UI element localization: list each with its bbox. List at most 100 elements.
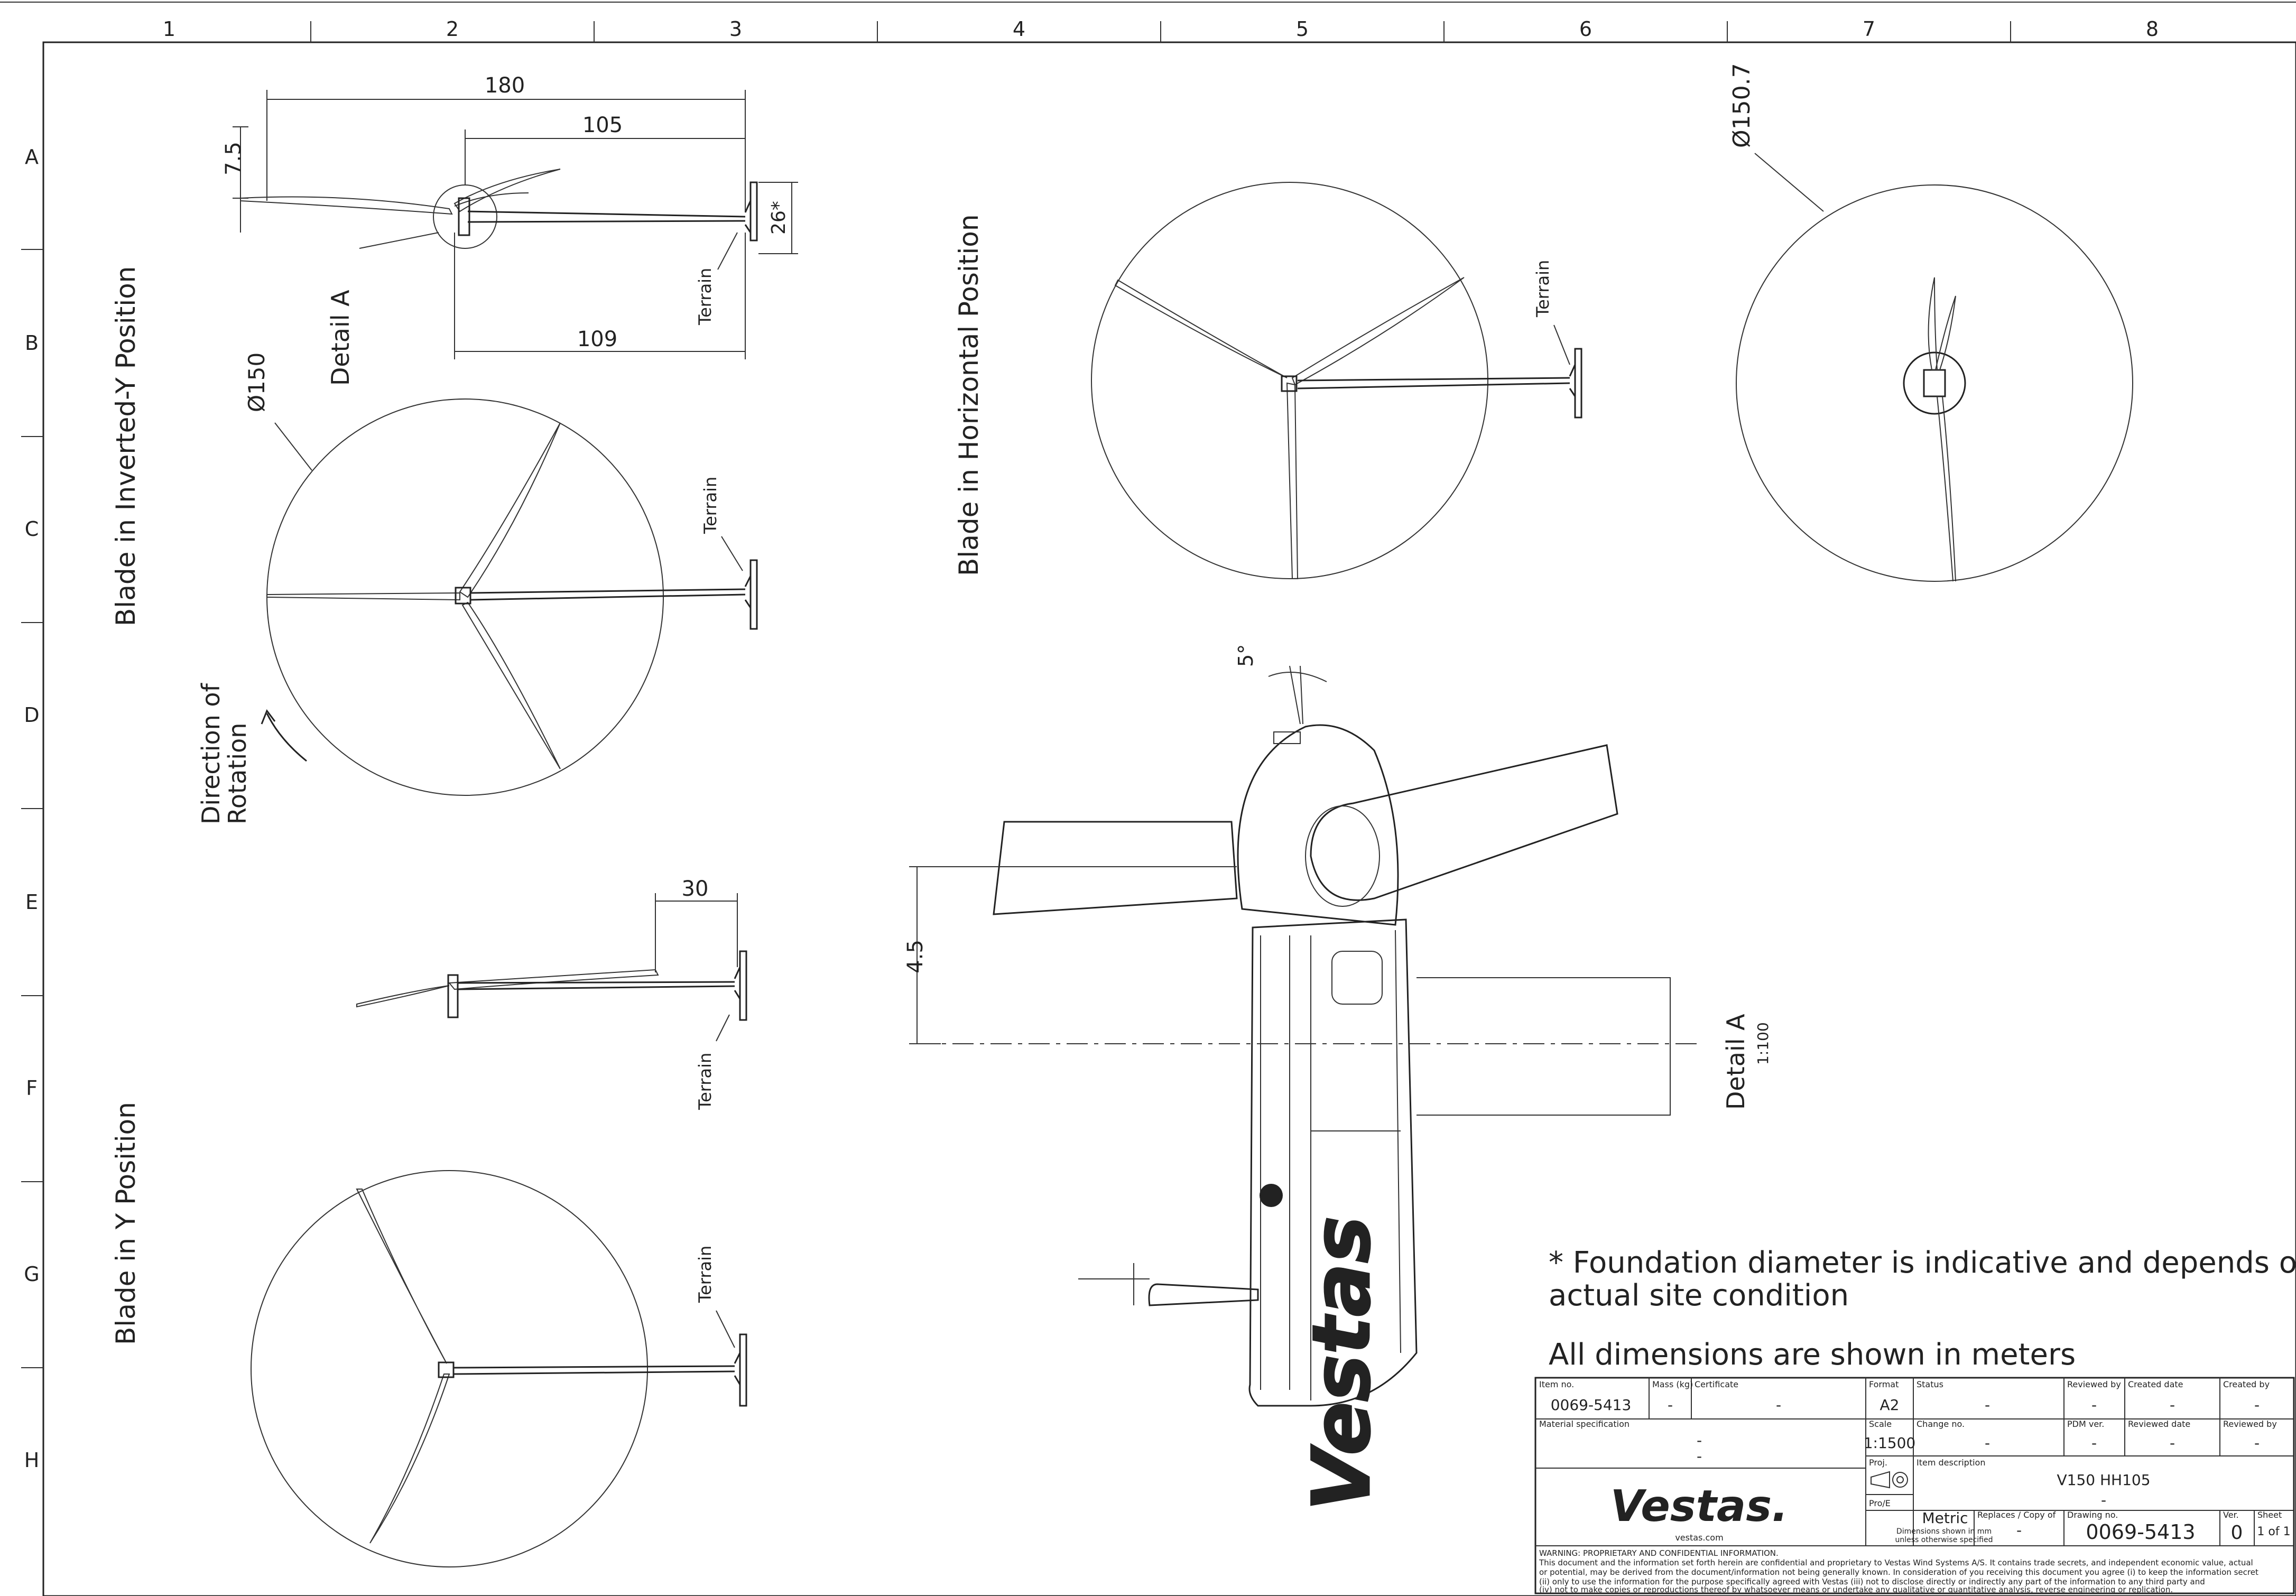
val-item-desc: V150 HH105	[2057, 1471, 2150, 1489]
val-mass: -	[1668, 1396, 1673, 1414]
val-format: A2	[1880, 1396, 1900, 1414]
warning-5: (iv) not to make copies or reproductions…	[1539, 1585, 2173, 1594]
val-metric: Metric	[1922, 1509, 1968, 1527]
note-foundation-1: * Foundation diameter is indicative and …	[1549, 1246, 2296, 1280]
front-view-horizontal: Terrain Blade in Horizontal Position	[953, 182, 1582, 579]
front-view-y-position: Terrain Blade in Y Position	[110, 1102, 747, 1567]
col-3: 3	[729, 17, 742, 41]
val-material-2: -	[1697, 1447, 1702, 1465]
row-h: H	[24, 1449, 40, 1472]
dim-30: 30	[682, 877, 709, 901]
company-website: vestas.com	[1675, 1533, 1723, 1543]
row-d: D	[24, 703, 39, 727]
val-created-date: -	[2170, 1396, 2175, 1414]
col-2: 2	[446, 17, 459, 41]
hub-spinner	[1237, 724, 1399, 926]
val-status: -	[1985, 1396, 1990, 1414]
col-5: 5	[1296, 17, 1309, 41]
terrain-label-g: Terrain	[695, 1246, 715, 1303]
col-8: 8	[2146, 17, 2159, 41]
tower	[467, 210, 746, 218]
foundation	[749, 181, 758, 242]
lbl-mass: Mass (kg)	[1652, 1379, 1693, 1389]
rotor-circle	[251, 1170, 648, 1567]
diameter-150-7: Ø150.7	[1728, 63, 1755, 148]
rotor-circle	[1736, 184, 2133, 582]
tower	[457, 981, 735, 984]
detail-a-circle	[433, 184, 497, 249]
lbl-change: Change no.	[1917, 1419, 1965, 1429]
lbl-created-by: Created by	[2223, 1379, 2270, 1389]
col-6: 6	[1579, 17, 1592, 41]
val-sheet: 1 of 1	[2257, 1525, 2290, 1538]
detail-a-label: Detail A	[326, 290, 355, 386]
dim-180: 180	[485, 73, 525, 98]
col-7: 7	[1863, 17, 1875, 41]
row-e: E	[25, 890, 38, 914]
val-ver: 0	[2231, 1522, 2243, 1544]
val-certificate: -	[1776, 1396, 1781, 1414]
blade-outline	[240, 196, 453, 215]
val-reviewed-date: -	[2170, 1434, 2175, 1452]
val-replaces: -	[2016, 1521, 2022, 1539]
col-1: 1	[163, 17, 175, 41]
lbl-ver: Ver.	[2223, 1510, 2239, 1520]
row-b: B	[25, 331, 39, 355]
title-block: Item no. Mass (kg) Certificate Format St…	[1534, 1377, 2295, 1594]
lbl-drawing: Drawing no.	[2067, 1510, 2118, 1520]
view-title-inverted-y: Blade in Inverted-Y Position	[110, 266, 141, 626]
val-dims-note-1: Dimensions shown in mm	[1896, 1527, 1992, 1536]
dim-7-5: 7.5	[221, 142, 246, 175]
detail-a-title: Detail A	[1721, 1014, 1750, 1110]
terrain-label-c: Terrain	[700, 477, 720, 534]
val-item-desc-2: -	[2101, 1491, 2106, 1509]
lbl-proj: Proj.	[1869, 1458, 1887, 1468]
lbl-reviewed-by: Reviewed by	[2067, 1379, 2121, 1389]
detail-a-scale: 1:100	[1754, 1022, 1772, 1065]
warning-1: WARNING: PROPRIETARY AND CONFIDENTIAL IN…	[1539, 1548, 1779, 1558]
company-logo: Vestas.	[1610, 1481, 1788, 1532]
note-foundation-2: actual site condition	[1549, 1278, 1849, 1313]
col-4: 4	[1013, 17, 1025, 41]
dim-4-5: 4.5	[903, 940, 928, 973]
rotation-label-1: Direction of	[197, 682, 225, 824]
row-g: G	[24, 1263, 39, 1286]
val-material-1: -	[1697, 1432, 1702, 1449]
lbl-item-no: Item no.	[1539, 1379, 1574, 1389]
row-f: F	[26, 1077, 38, 1100]
notes: * Foundation diameter is indicative and …	[1549, 1246, 2296, 1372]
warning-2: This document and the information set fo…	[1539, 1558, 2253, 1567]
lbl-material: Material specification	[1539, 1419, 1630, 1429]
val-item-no: 0069-5413	[1551, 1396, 1632, 1414]
lbl-certificate: Certificate	[1695, 1379, 1738, 1389]
dim-109: 109	[577, 327, 617, 351]
side-view-e: 30 Terrain	[356, 877, 747, 1110]
side-view-inverted-y: 180 105 109 7.5 26* Detail A Terrain	[221, 73, 798, 386]
front-view-hub: Ø150.7	[1728, 63, 2133, 582]
lbl-reviewed-date: Reviewed date	[2128, 1419, 2190, 1429]
terrain-label-e: Terrain	[695, 1053, 715, 1110]
detail-a-view: Vestas 4.5 5° Detail A 1:100	[903, 644, 1772, 1512]
val-created-by: -	[2254, 1396, 2260, 1414]
rotation-label-2: Rotation	[223, 723, 252, 824]
dim-105: 105	[582, 113, 623, 137]
val-change: -	[1985, 1434, 1990, 1452]
val-pdm: -	[2091, 1434, 2097, 1452]
view-title-horizontal: Blade in Horizontal Position	[953, 214, 984, 576]
nacelle-logo: Vestas	[1296, 1216, 1388, 1511]
row-c: C	[25, 517, 39, 541]
row-a: A	[25, 145, 39, 169]
val-reviewed-by: -	[2091, 1396, 2097, 1414]
val-drawing: 0069-5413	[2086, 1520, 2195, 1544]
lbl-proe: Pro/E	[1869, 1498, 1891, 1508]
val-reviewed-by-2: -	[2254, 1434, 2260, 1452]
rotor-circle	[1091, 182, 1488, 579]
lbl-item-desc: Item description	[1917, 1458, 1985, 1468]
lbl-status: Status	[1917, 1379, 1943, 1389]
lbl-replaces: Replaces / Copy of	[1977, 1510, 2056, 1520]
angle-5: 5°	[1234, 644, 1257, 667]
tower	[1297, 377, 1570, 382]
note-dimensions: All dimensions are shown in meters	[1549, 1338, 2076, 1372]
